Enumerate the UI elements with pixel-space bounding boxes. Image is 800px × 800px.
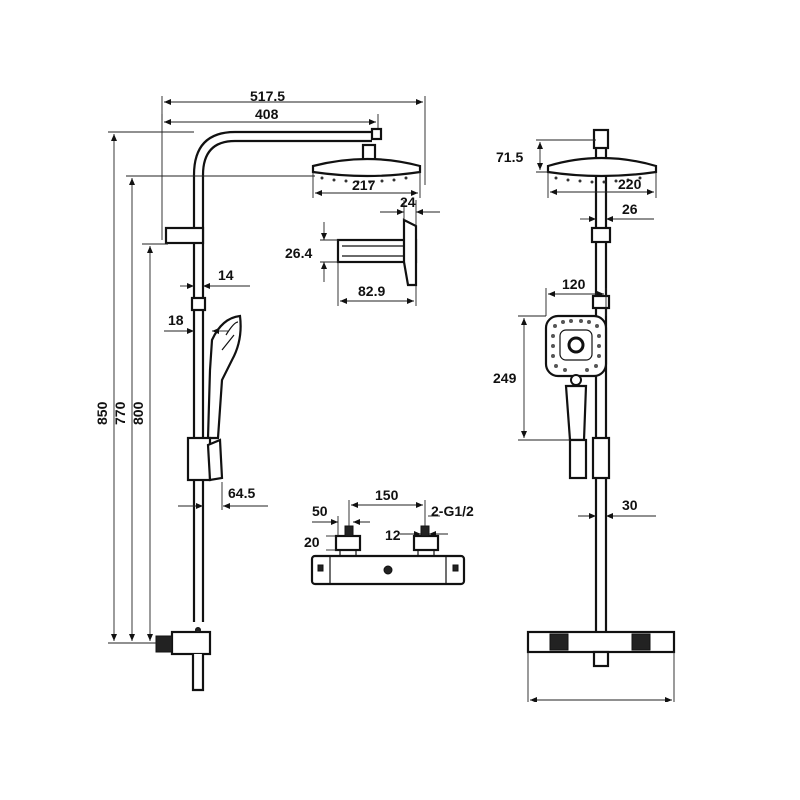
pipe-joint: [190, 296, 207, 312]
dim-arm-length: 408: [255, 106, 279, 122]
side-valve-knob: [155, 635, 173, 653]
side-holder-cradle: [206, 438, 224, 482]
dim-height-770: 770: [112, 401, 128, 425]
hand-shower-nozzles: [551, 319, 601, 372]
upper-clamp: [164, 226, 205, 245]
front-view: 71.5 220 26 120 249 30 205: [493, 128, 676, 715]
dim-bracket-offset: 64.5: [228, 485, 255, 501]
dim-height-800: 800: [130, 401, 146, 425]
front-valve-left-knob: [549, 633, 569, 651]
dim-head-diameter-side: 217: [352, 177, 376, 193]
front-top-cap: [592, 128, 610, 150]
front-upper-clamp: [590, 226, 612, 244]
dim-valve-thread: 2-G1/2: [431, 503, 474, 519]
dim-hand-shower-width: 120: [562, 276, 586, 292]
holder-clip: [402, 218, 418, 287]
holder-detail: 24 26.4 82.9: [285, 194, 440, 306]
side-head-nozzles: [320, 176, 408, 184]
hand-shower-button: [570, 374, 582, 386]
hand-shower-center-ring: [567, 336, 585, 354]
valve-center-knob: [383, 565, 393, 575]
side-view: 517.5 408 217 850 770 800 14 18 64.5: [94, 88, 426, 692]
head-connector: [361, 143, 377, 162]
dim-head-diameter-front: 220: [618, 176, 642, 192]
valve-right-inlet-nut: [412, 534, 440, 552]
dim-holder-width: 24: [400, 194, 416, 210]
arm-end-cap: [370, 127, 383, 141]
side-outlet-pipe: [191, 654, 205, 692]
front-shower-head: [546, 156, 658, 178]
side-hand-shower: [206, 314, 242, 440]
valve-left-inlet-nut: [334, 534, 362, 552]
dim-total-height: 850: [94, 401, 110, 425]
side-valve-body: [170, 630, 212, 656]
dim-valve-inlet-height: 20: [304, 534, 320, 550]
side-shower-head: [311, 157, 422, 178]
dim-pipe-gap: 14: [218, 267, 234, 283]
side-shower-arm: [192, 130, 378, 176]
side-riser-pipe: [192, 175, 205, 622]
dim-valve-center-distance: 150: [375, 487, 399, 503]
dim-holder-height: 26.4: [285, 245, 312, 261]
dim-holder-depth: 82.9: [358, 283, 385, 299]
valve-detail: 150 50 2-G1/2 20 12: [304, 487, 474, 586]
dim-pipe-diameter-bottom: 30: [622, 497, 638, 513]
front-hand-shower-handle: [564, 384, 588, 442]
dim-overall-width: 517.5: [250, 88, 285, 104]
front-outlet: [592, 650, 610, 668]
dim-hand-shower-length: 249: [493, 370, 517, 386]
side-slider: [186, 436, 212, 482]
front-head-nozzles: [554, 176, 642, 184]
front-riser-pipe: [594, 140, 608, 632]
front-pipe-joint: [591, 294, 611, 310]
dim-pipe-diameter-top: 26: [622, 201, 638, 217]
front-valve-right-knob: [631, 633, 651, 651]
bottom-crop-mask: [0, 702, 800, 800]
dim-head-thickness: 71.5: [496, 149, 523, 165]
dim-handle-offset: 18: [168, 312, 184, 328]
front-slider: [591, 436, 611, 480]
dim-valve-inlet-width: 12: [385, 527, 401, 543]
dim-valve-inlet-offset: 50: [312, 503, 328, 519]
